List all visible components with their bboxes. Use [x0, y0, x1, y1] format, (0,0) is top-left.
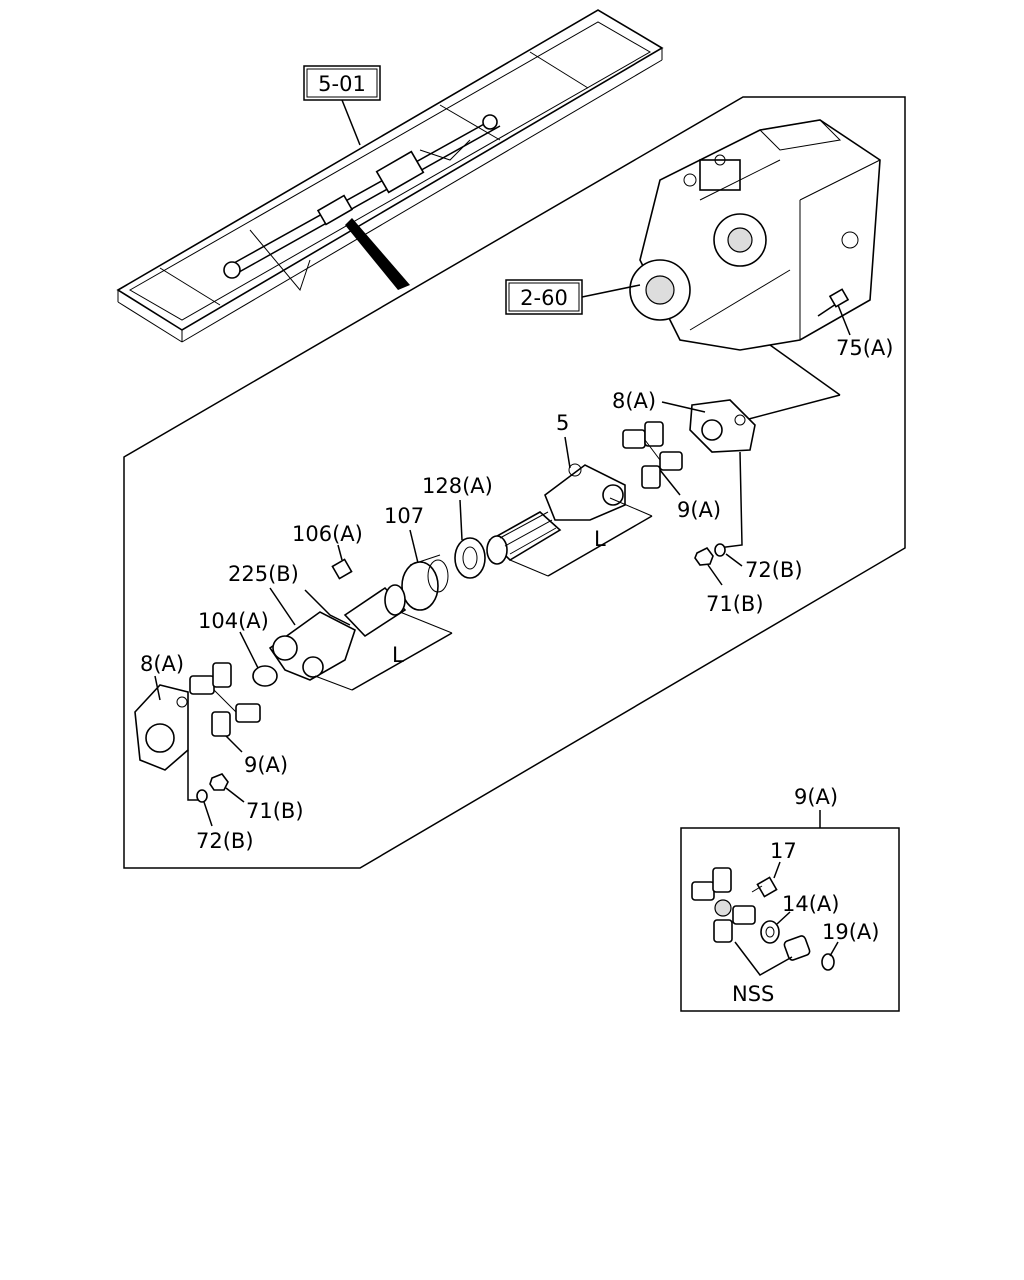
- bearing-cap-104a: [252, 665, 278, 687]
- slip-yoke-5: [544, 463, 626, 521]
- bearing-cup: [783, 935, 811, 961]
- ref-box-5-01[interactable]: 5-01: [303, 65, 381, 101]
- grease-fitting-17: [751, 876, 778, 898]
- part-label-107: 107: [384, 504, 424, 528]
- inset-label-nss: NSS: [732, 982, 774, 1006]
- lock-washer-72b-right: [714, 543, 726, 557]
- bolt-75a: [817, 288, 850, 317]
- seal-14a: [760, 920, 780, 944]
- part-label-8a-top: 8(A): [612, 389, 656, 413]
- universal-joint-9a-inset: [691, 867, 756, 943]
- inset-panel-9a: [680, 827, 900, 1012]
- detail-pointer-wedge: [345, 218, 410, 290]
- dust-seal-128a: [454, 537, 486, 579]
- part-label-128a: 128(A): [422, 474, 493, 498]
- ref-box-2-60[interactable]: 2-60: [505, 279, 583, 315]
- exploded-view-panel: [123, 96, 906, 869]
- universal-joint-9a-lower: [189, 662, 261, 737]
- part-label-72b-left: 72(B): [196, 829, 254, 853]
- dimension-label-l-upper: L: [594, 527, 606, 551]
- boot-107: [401, 554, 449, 611]
- lock-washer-72b-left: [196, 789, 208, 803]
- dimension-label-l-lower: L: [392, 643, 404, 667]
- lock-nut-71b-left: [209, 773, 229, 791]
- part-label-71b-left: 71(B): [246, 799, 304, 823]
- snap-ring-19a: [821, 953, 835, 971]
- spline-shaft: [486, 511, 562, 565]
- ref-label-5-01: 5-01: [318, 72, 366, 96]
- chassis-frame-illustration: [116, 9, 664, 343]
- universal-joint-9a-upper: [622, 421, 683, 489]
- inset-label-19a: 19(A): [822, 920, 879, 944]
- inset-label-17: 17: [770, 839, 797, 863]
- part-label-5: 5: [556, 411, 569, 435]
- part-label-75a: 75(A): [836, 336, 893, 360]
- part-label-71b-right: 71(B): [706, 592, 764, 616]
- lock-nut-71b-right: [694, 546, 714, 566]
- part-label-72b-right: 72(B): [745, 558, 803, 582]
- part-label-8a-left: 8(A): [140, 652, 184, 676]
- ref-label-2-60: 2-60: [520, 286, 568, 310]
- inset-title-9a: 9(A): [794, 785, 838, 809]
- propeller-tube: [343, 584, 407, 638]
- tube-yoke-225b: [268, 611, 356, 681]
- part-label-104a: 104(A): [198, 609, 269, 633]
- flange-yoke-8a-lower: [134, 684, 189, 771]
- part-label-106a: 106(A): [292, 522, 363, 546]
- transmission-housing-illustration: [629, 119, 881, 351]
- part-label-225b: 225(B): [228, 562, 299, 586]
- flange-yoke-8a-upper: [689, 399, 756, 453]
- part-label-9a-lower: 9(A): [244, 753, 288, 777]
- inset-label-14a: 14(A): [782, 892, 839, 916]
- grease-fitting-106a: [331, 558, 353, 580]
- part-label-9a-mid: 9(A): [677, 498, 721, 522]
